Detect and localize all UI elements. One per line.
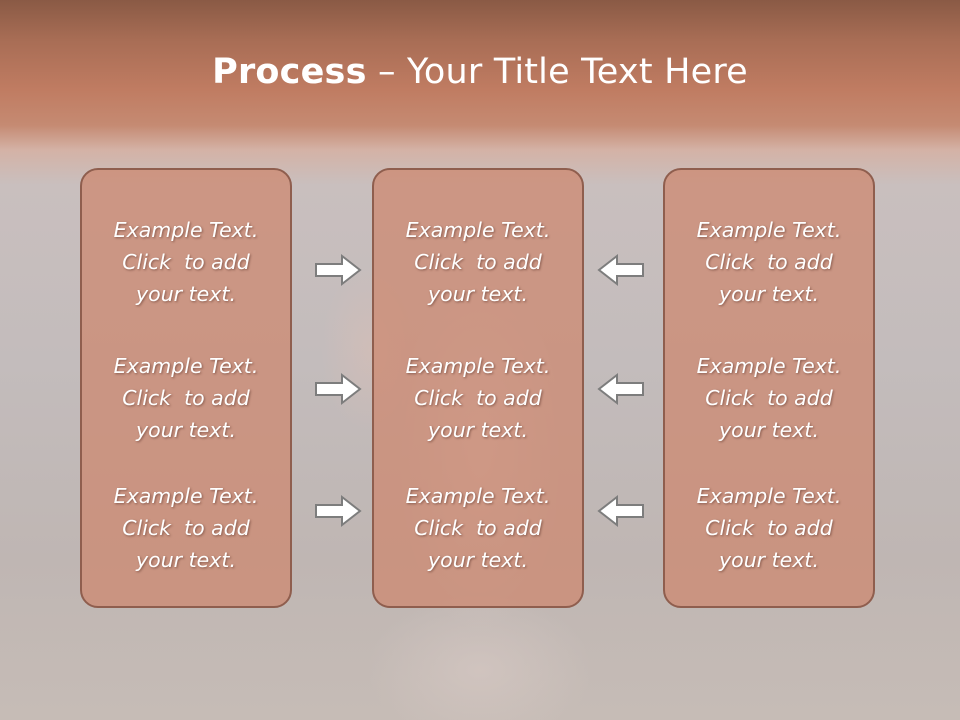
text-placeholder[interactable]: Example Text. Click to add your text. <box>665 350 873 446</box>
text-line: Click to add <box>414 516 542 540</box>
text-placeholder[interactable]: Example Text. Click to add your text. <box>374 480 582 576</box>
arrow-right-icon <box>314 253 362 287</box>
text-line: Example Text. <box>696 484 842 508</box>
text-line: Example Text. <box>696 218 842 242</box>
arrow-left-icon <box>597 253 645 287</box>
text-box-middle[interactable]: Example Text. Click to add your text. Ex… <box>372 168 584 608</box>
text-line: Example Text. <box>113 218 259 242</box>
text-line: your text. <box>719 282 819 306</box>
text-line: Example Text. <box>113 484 259 508</box>
text-line: your text. <box>428 418 528 442</box>
text-line: Click to add <box>122 516 250 540</box>
arrow-right-icon <box>314 494 362 528</box>
text-placeholder[interactable]: Example Text. Click to add your text. <box>82 350 290 446</box>
text-line: your text. <box>719 548 819 572</box>
text-line: your text. <box>136 548 236 572</box>
text-line: Click to add <box>414 386 542 410</box>
text-line: Click to add <box>705 516 833 540</box>
text-line: Click to add <box>122 386 250 410</box>
text-placeholder[interactable]: Example Text. Click to add your text. <box>374 350 582 446</box>
text-line: Example Text. <box>113 354 259 378</box>
text-box-right[interactable]: Example Text. Click to add your text. Ex… <box>663 168 875 608</box>
text-line: your text. <box>428 548 528 572</box>
text-line: Example Text. <box>696 354 842 378</box>
text-placeholder[interactable]: Example Text. Click to add your text. <box>82 480 290 576</box>
slide-title[interactable]: Process – Your Title Text Here <box>0 52 960 92</box>
text-line: Click to add <box>705 386 833 410</box>
text-line: your text. <box>719 418 819 442</box>
arrow-left-icon <box>597 372 645 406</box>
text-line: your text. <box>136 418 236 442</box>
text-box-left[interactable]: Example Text. Click to add your text. Ex… <box>80 168 292 608</box>
text-placeholder[interactable]: Example Text. Click to add your text. <box>82 214 290 310</box>
arrow-left-icon <box>597 494 645 528</box>
arrow-right-icon <box>314 372 362 406</box>
text-line: Example Text. <box>405 218 551 242</box>
text-line: Example Text. <box>405 354 551 378</box>
text-line: Click to add <box>705 250 833 274</box>
title-bold-text: Process <box>212 52 367 92</box>
text-placeholder[interactable]: Example Text. Click to add your text. <box>374 214 582 310</box>
text-line: Example Text. <box>405 484 551 508</box>
text-line: Click to add <box>414 250 542 274</box>
title-rest-text: – Your Title Text Here <box>366 52 748 92</box>
text-line: your text. <box>136 282 236 306</box>
text-line: Click to add <box>122 250 250 274</box>
text-placeholder[interactable]: Example Text. Click to add your text. <box>665 480 873 576</box>
text-line: your text. <box>428 282 528 306</box>
text-placeholder[interactable]: Example Text. Click to add your text. <box>665 214 873 310</box>
